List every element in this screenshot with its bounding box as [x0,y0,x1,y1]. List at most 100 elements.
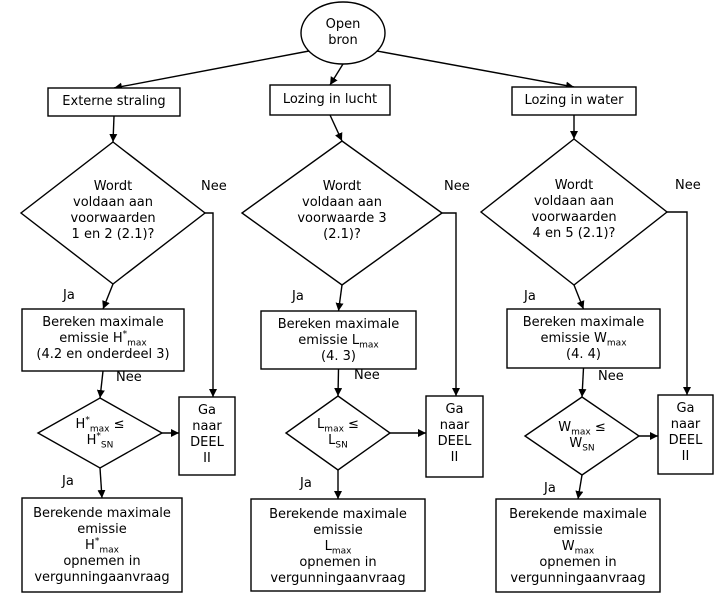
calc-symbol-3: W [594,331,607,346]
goto-line-2-4: II [450,450,459,465]
edge-question-yes-1 [102,283,114,310]
result-line-4-3: opnemen in [539,555,617,570]
edge-question-no-2 [438,212,460,396]
goto-line-1-1: Ga [197,403,217,418]
compare-label-2: Lmax ≤LSN [294,417,382,451]
annotation-nee-compare-2: Nee [354,368,380,383]
question-line-1-2: voldaan aan [73,195,153,210]
question-line-2-2: voldaan aan [302,195,382,210]
annotation-nee-question-2: Nee [444,179,470,194]
annotation-ja-compare-1: Ja [62,474,74,489]
edge-question-no-3 [663,211,691,395]
compare-left-symbol-1: H [75,417,86,432]
compare-right-sub-2: SN [335,440,348,451]
goto-line-2-1: Ga [445,402,464,417]
result-line-4-2: opnemen in [299,555,377,570]
question-diamond-1 [19,141,207,285]
annotation-nee-question-3: Nee [675,178,701,193]
goto-line-3-1: Ga [676,401,695,416]
annotation-ja-compare-2: Ja [300,476,312,491]
calc-line-1-1: Bereken maximale [42,315,164,330]
compare-left-1: H*max ≤ [56,415,144,435]
compare-left-sub-2: max [324,424,344,435]
question-line-3-1: Wordt [554,178,594,193]
compare-right-1: H*SN [56,431,144,450]
goto-line-2-2: naar [439,418,470,433]
result-line-4-1: opnemen in [63,554,141,569]
result-line-1-2: Berekende maximale [269,507,407,522]
result-line-1-3: Berekende maximale [509,507,647,522]
root-node-shape [300,1,386,65]
question-diamond-2 [240,140,444,286]
calc-formula-3: emissie Wmax [507,331,660,349]
compare-right-3: WSN [538,436,626,453]
calc-emissie-2: emissie [298,333,348,348]
calc-ref-2: (4. 3) [321,349,356,364]
header-label-2: Lozing in lucht [282,92,378,107]
calc-symbol-sup-1: * [122,329,128,340]
compare-left-sub-1: max [89,424,110,435]
header-label-1: Externe straling [62,94,166,109]
edge-question-yes-2 [335,284,344,312]
compare-operator-1: ≤ [113,417,125,432]
result-symbol-1: H*max [22,537,182,556]
calc-symbol-sub-2: max [359,340,379,351]
edge-calc-to-compare-2 [334,368,343,397]
compare-left-sub-3: max [571,427,591,438]
calc-symbol-1: H [112,331,123,346]
goto-box-1 [178,396,236,476]
edge-calc-to-compare-3 [578,367,587,398]
compare-diamond-3 [523,396,641,476]
compare-right-sup-1: * [96,431,101,442]
annotation-ja-question-2: Ja [292,289,304,304]
goto-line-3-4: II [681,449,690,464]
annotation-nee-compare-3: Nee [598,369,624,384]
compare-left-symbol-2: L [317,417,325,432]
root-line-1: Open [325,17,361,32]
goto-line-1-2: naar [192,419,222,434]
compare-operator-2: ≤ [348,417,359,432]
edge-header-to-question-2 [329,114,343,142]
compare-left-3: Wmax ≤ [538,420,626,438]
question-line-1-3: voorwaarden [70,211,156,226]
calc-box-1 [21,308,185,372]
result-box-1 [21,497,183,593]
calc-box-3 [506,308,661,369]
result-line-5-1: vergunningaanvraag [34,570,170,585]
goto-box-3 [657,394,714,475]
calc-symbol-sub-1: max [127,338,147,349]
result-line-1-1: Berekende maximale [33,506,171,521]
compare-right-symbol-3: W [569,436,583,451]
question-line-1-1: Wordt [93,179,133,194]
result-symbol-sub-1: max [99,545,119,556]
annotation-ja-compare-3: Ja [544,481,556,496]
result-symbol-3: Wmax [496,539,660,556]
compare-left-sup-1: * [85,415,90,426]
result-symbol-sub-2: max [331,546,352,557]
result-box-2 [250,498,426,592]
result-symbol-main-2: L [324,539,332,554]
calc-box-2 [260,310,417,370]
goto-line-1-4: II [203,451,211,466]
edge-calc-to-compare-1 [96,370,105,399]
question-diamond-3 [479,138,669,286]
calc-symbol-sub-3: max [606,338,627,349]
question-line-1-4: 1 en 2 (2.1)? [71,227,155,242]
compare-right-symbol-2: L [328,433,336,448]
result-box-3 [495,498,661,593]
annotation-ja-question-1: Ja [63,288,75,303]
calc-emissie-1: emissie [59,331,109,346]
edge-question-no-1 [201,212,217,397]
edge-compare-yes-1 [97,467,106,499]
root-line-2: bron [328,33,358,48]
